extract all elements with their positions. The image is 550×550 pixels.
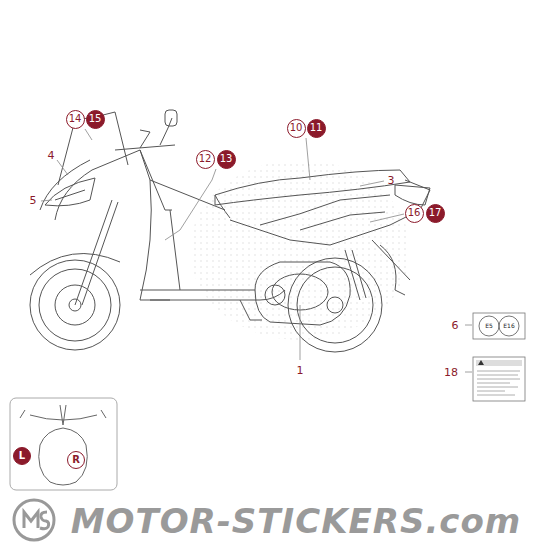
callout-number: 15 [89, 114, 102, 124]
callout-number: 18 [444, 367, 458, 378]
callout-circle: 17 [426, 204, 445, 223]
callout-number: 4 [48, 150, 55, 161]
callout-circle: 10 [287, 119, 306, 138]
watermark-logo: MOTOR-STICKERS.com [71, 504, 522, 538]
callout-circle: L [13, 447, 31, 465]
callout-number: 3 [388, 175, 395, 186]
callout-circle: 16 [405, 204, 424, 223]
callout-number: L [19, 451, 25, 461]
callout-number: 11 [310, 123, 323, 133]
callout-number: 1 [297, 365, 304, 376]
callout-number: 14 [69, 114, 82, 124]
callout-circle: 15 [86, 110, 105, 129]
callout-number: 5 [30, 195, 37, 206]
callout-circle: 12 [196, 150, 215, 169]
callout-number: 12 [199, 154, 212, 164]
callout-number: 13 [220, 154, 233, 164]
callout-circle: 11 [307, 119, 326, 138]
callout-number: 10 [290, 123, 303, 133]
callout-circle: R [67, 451, 85, 469]
callout-circle: 14 [66, 110, 85, 129]
callout-number: 16 [408, 208, 421, 218]
sticker-text: E5 [485, 323, 493, 329]
callout-number: 6 [452, 320, 459, 331]
sticker-text: E16 [503, 323, 514, 329]
callout-number: R [72, 455, 80, 465]
callout-number: 17 [429, 208, 442, 218]
callout-circle: 13 [217, 150, 236, 169]
